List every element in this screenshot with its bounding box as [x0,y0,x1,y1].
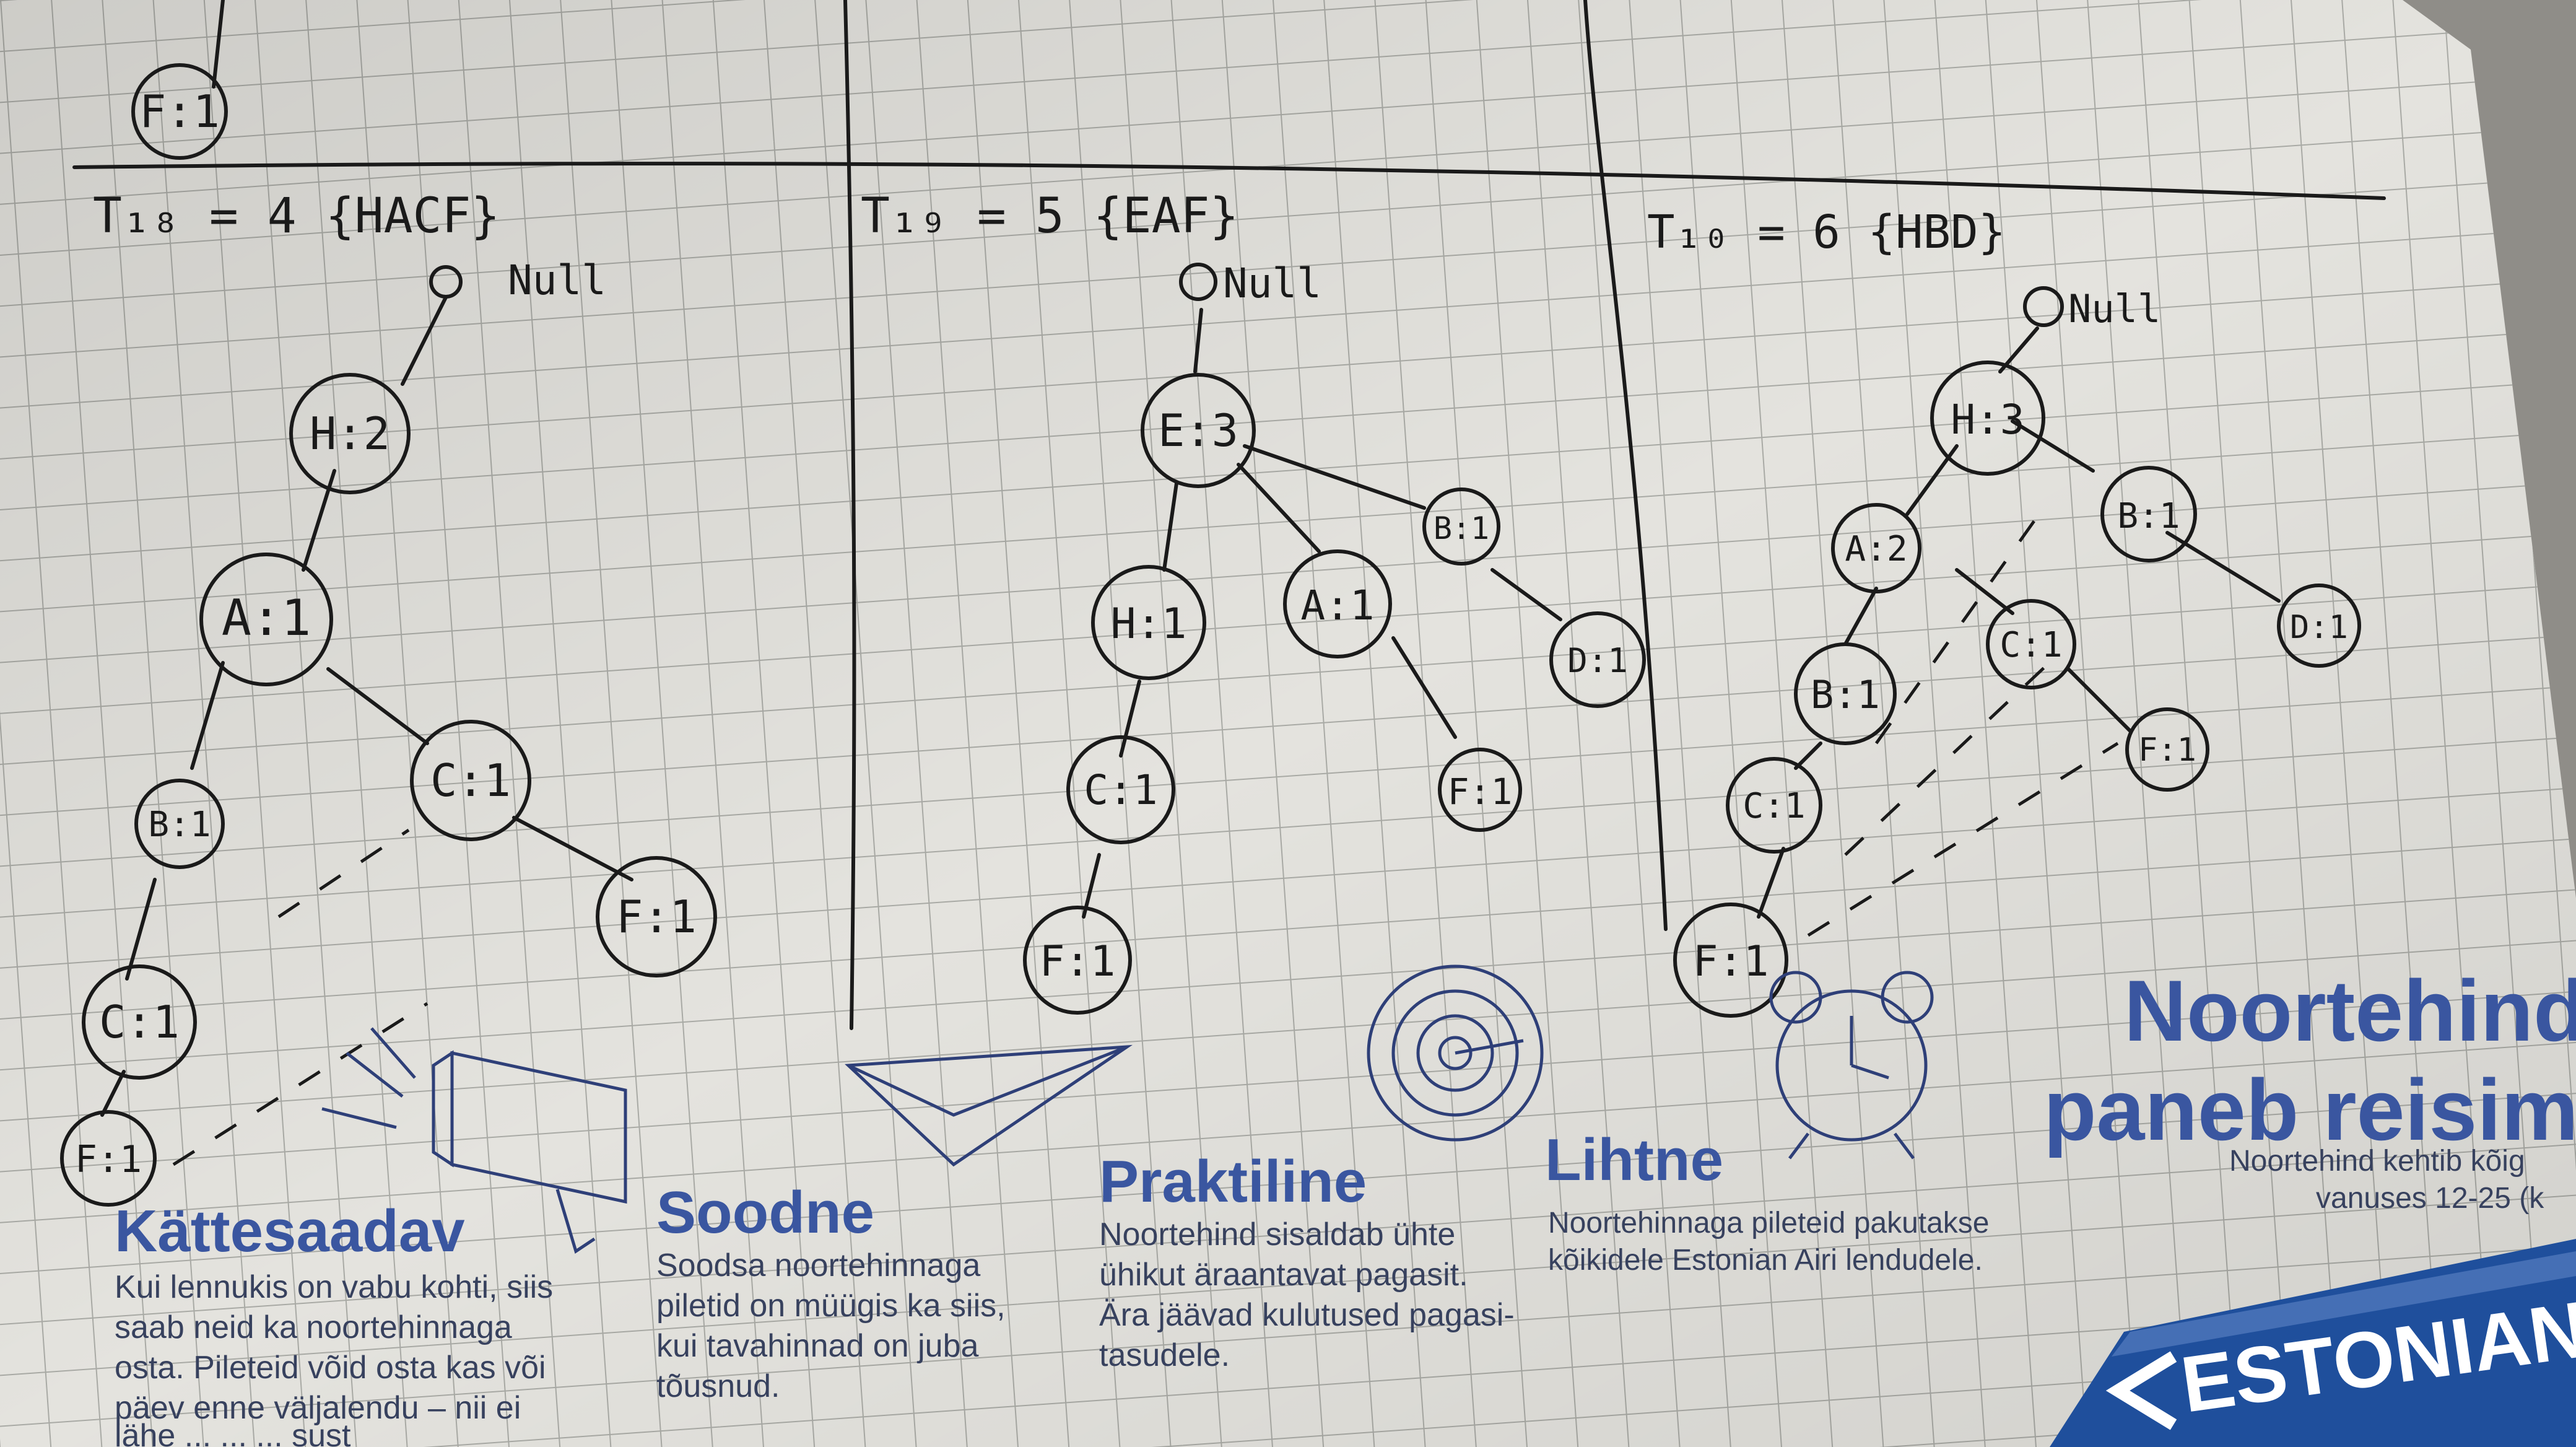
panel-1-node-b: B:1 [148,805,211,845]
subline-1: Noortehind kehtib kõig [2229,1145,2525,1178]
feature-line: tõusnud. [656,1368,780,1404]
panel-1-node-f-right: F:1 [616,891,697,943]
panel-3-node-c-left: C:1 [1743,786,1805,826]
panel-1-node-f-left: F:1 [75,1138,142,1181]
panel-2-node-h: H:1 [1111,600,1187,649]
panel-2-node-a: A:1 [1300,582,1374,629]
panel-1-node-c-right: C:1 [430,754,511,807]
feature-title-soodne: Soodne [656,1179,874,1246]
top-strip-node-label: F:1 [139,85,220,138]
panel-3-heading: T₁₀ = 6 {HBD} [1647,206,2006,259]
feature-line: kui tavahinnad on juba [656,1328,978,1364]
megaphone-icon [321,1027,627,1254]
feature-title-praktiline: Praktiline [1099,1148,1367,1215]
brochure-features: Kättesaadav Kui lennukis on vabu kohti, … [115,962,2576,1447]
panel-1-node-c-left: C:1 [99,996,180,1048]
feature-line: Noortehinnaga pileteid pakutakse [1548,1207,1990,1239]
feature-line: Soodsa noortehinnaga [656,1248,980,1283]
feature-line: saab neid ka noortehinnaga [115,1309,512,1345]
panel-3-node-b-right: B:1 [2117,496,2180,536]
panel-1-node-h: H:2 [310,408,390,460]
feature-line: tasudele. [1099,1337,1230,1373]
panel-2-node-b: B:1 [1434,510,1489,546]
feature-line: ühikut äraantavat pagasit. [1099,1257,1468,1293]
headline-line-1: Noortehind [2124,962,2576,1059]
brochure-illustrations [321,964,1934,1254]
panel-1-null-label: Null [508,256,606,304]
panel-1-heading: T₁₈ = 4 {HACF} [93,188,500,244]
alarm-clock-icon [1769,971,1934,1160]
feature-line: Ära jäävad kulutused pagasi- [1099,1297,1515,1333]
panel-2-node-e: E:3 [1158,404,1238,457]
panel-3-node-d: D:1 [2290,609,2348,646]
panel-1-node-a: A:1 [222,589,311,647]
feature-line: lähe ... ... ... sust [115,1418,351,1447]
dashed-links [172,507,2119,1166]
node-circles [60,63,2361,1207]
paper-plane-icon [845,1044,1133,1167]
panel-3-node-c-mid: C:1 [1999,625,2062,665]
panel-3-node-b-left: B:1 [1811,672,1880,717]
panel-2-node-f-a: F:1 [1448,771,1513,813]
panel-2-null-label: Null [1223,260,1321,307]
headline-line-2: paneb reisima [2043,1061,2576,1158]
panel-3-null-label: Null [2068,286,2160,331]
chevron-left-icon [2105,1351,2177,1430]
panel-2-node-f-left: F:1 [1040,937,1116,986]
feature-line: osta. Pileteid võid osta kas või [115,1350,546,1386]
subline-2: vanuses 12-25 (k [2316,1182,2544,1215]
feature-line: kõikidele Estonian Airi lendudele. [1548,1244,1983,1277]
panel-2-node-d: D:1 [1567,641,1628,680]
feature-title-lihtne: Lihtne [1545,1127,1723,1193]
feature-line: päev enne väljalendu – nii ei [115,1390,521,1426]
panel-3-node-f-mid: F:1 [2138,732,2196,769]
feature-line: Noortehind sisaldab ühte [1099,1217,1455,1252]
feature-title-kattesaadav: Kättesaadav [115,1198,465,1264]
panel-2-heading: T₁₉ = 5 {EAF} [861,188,1238,244]
panel-3-node-h: H:3 [1951,396,2024,444]
target-icon [1367,964,1544,1142]
panel-3-node-f-left: F:1 [1693,937,1769,986]
panel-3-node-a: A:2 [1845,529,1907,569]
panel-2-node-c: C:1 [1084,766,1157,814]
feature-line: piletid on müügis ka siis, [656,1288,1006,1324]
feature-line: Kui lennukis on vabu kohti, siis [115,1269,553,1305]
